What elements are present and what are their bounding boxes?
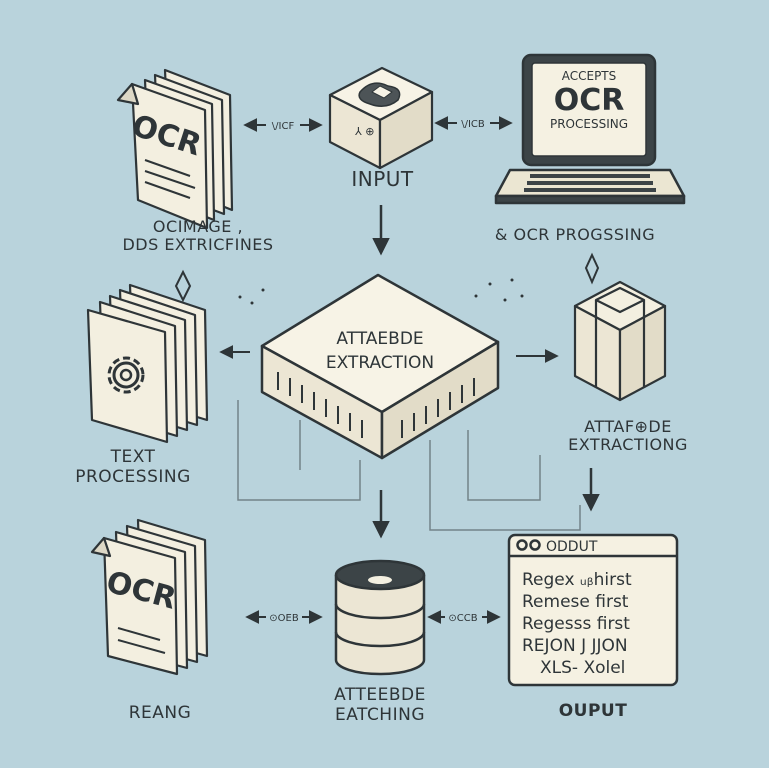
output-window-title: ODDUT xyxy=(546,539,598,555)
flow-lines xyxy=(237,400,581,531)
connector-label-input-laptop: \/ICB xyxy=(461,119,485,130)
input-label: INPUT xyxy=(351,167,414,191)
attribute-extraction-hub xyxy=(260,273,500,460)
output-line-1: Regex ᵤᵦhirst xyxy=(522,570,632,590)
connector-label-db-output: ⊙CCB xyxy=(448,613,477,624)
input-box-text: ⅄ ⊕ xyxy=(355,125,374,138)
output-line-4: REJON J JJON xyxy=(522,636,628,656)
laptop-screen-line-1: ACCEPTS xyxy=(562,69,617,83)
laptop-screen-line-2: OCR xyxy=(554,83,625,118)
window-dots xyxy=(516,539,541,551)
hub-label-line-2: EXTRACTION xyxy=(326,353,434,373)
hub-label-line-1: ATTAEBDE xyxy=(336,329,423,349)
reading-label: REANG xyxy=(128,703,192,723)
input-box-icon xyxy=(328,66,434,170)
diamond-left xyxy=(174,269,192,303)
laptop-screen-line-3: PROCESSING xyxy=(550,117,628,131)
ocr-image-document-stack xyxy=(116,68,234,230)
storage-unit-icon xyxy=(573,280,667,402)
connector-label-ocr-input: \/ICF xyxy=(272,121,295,132)
diamond-right xyxy=(584,252,600,285)
output-line-2: Remese first xyxy=(522,592,629,612)
ocr-processing-label: & OCR PROGSSING xyxy=(494,225,656,244)
ocr-image-label: OCIMAGE , DDS EXTRICFINES xyxy=(122,217,274,255)
output-window xyxy=(507,533,679,687)
database-icon xyxy=(334,559,426,676)
attribute-batching-label: ATTEEBDE EATCHING xyxy=(334,685,426,725)
output-line-3: Regesss first xyxy=(522,614,630,634)
output-label: OUPUT xyxy=(558,701,628,721)
laptop-keyboard xyxy=(524,174,656,192)
output-line-5: XLS- Xolel xyxy=(540,658,625,678)
hub-vents xyxy=(277,372,475,438)
gear-icon xyxy=(107,356,145,394)
reading-document-stack xyxy=(90,518,209,676)
text-processing-stack xyxy=(86,283,209,444)
attribute-extracting-label: ATTAF⊕DE EXTRACTIONG xyxy=(568,417,688,455)
decorative-marks xyxy=(238,278,524,305)
connector-label-reading-db: ⊙OEB xyxy=(269,613,299,624)
text-processing-label: TEXT PROCESSING xyxy=(75,447,191,487)
